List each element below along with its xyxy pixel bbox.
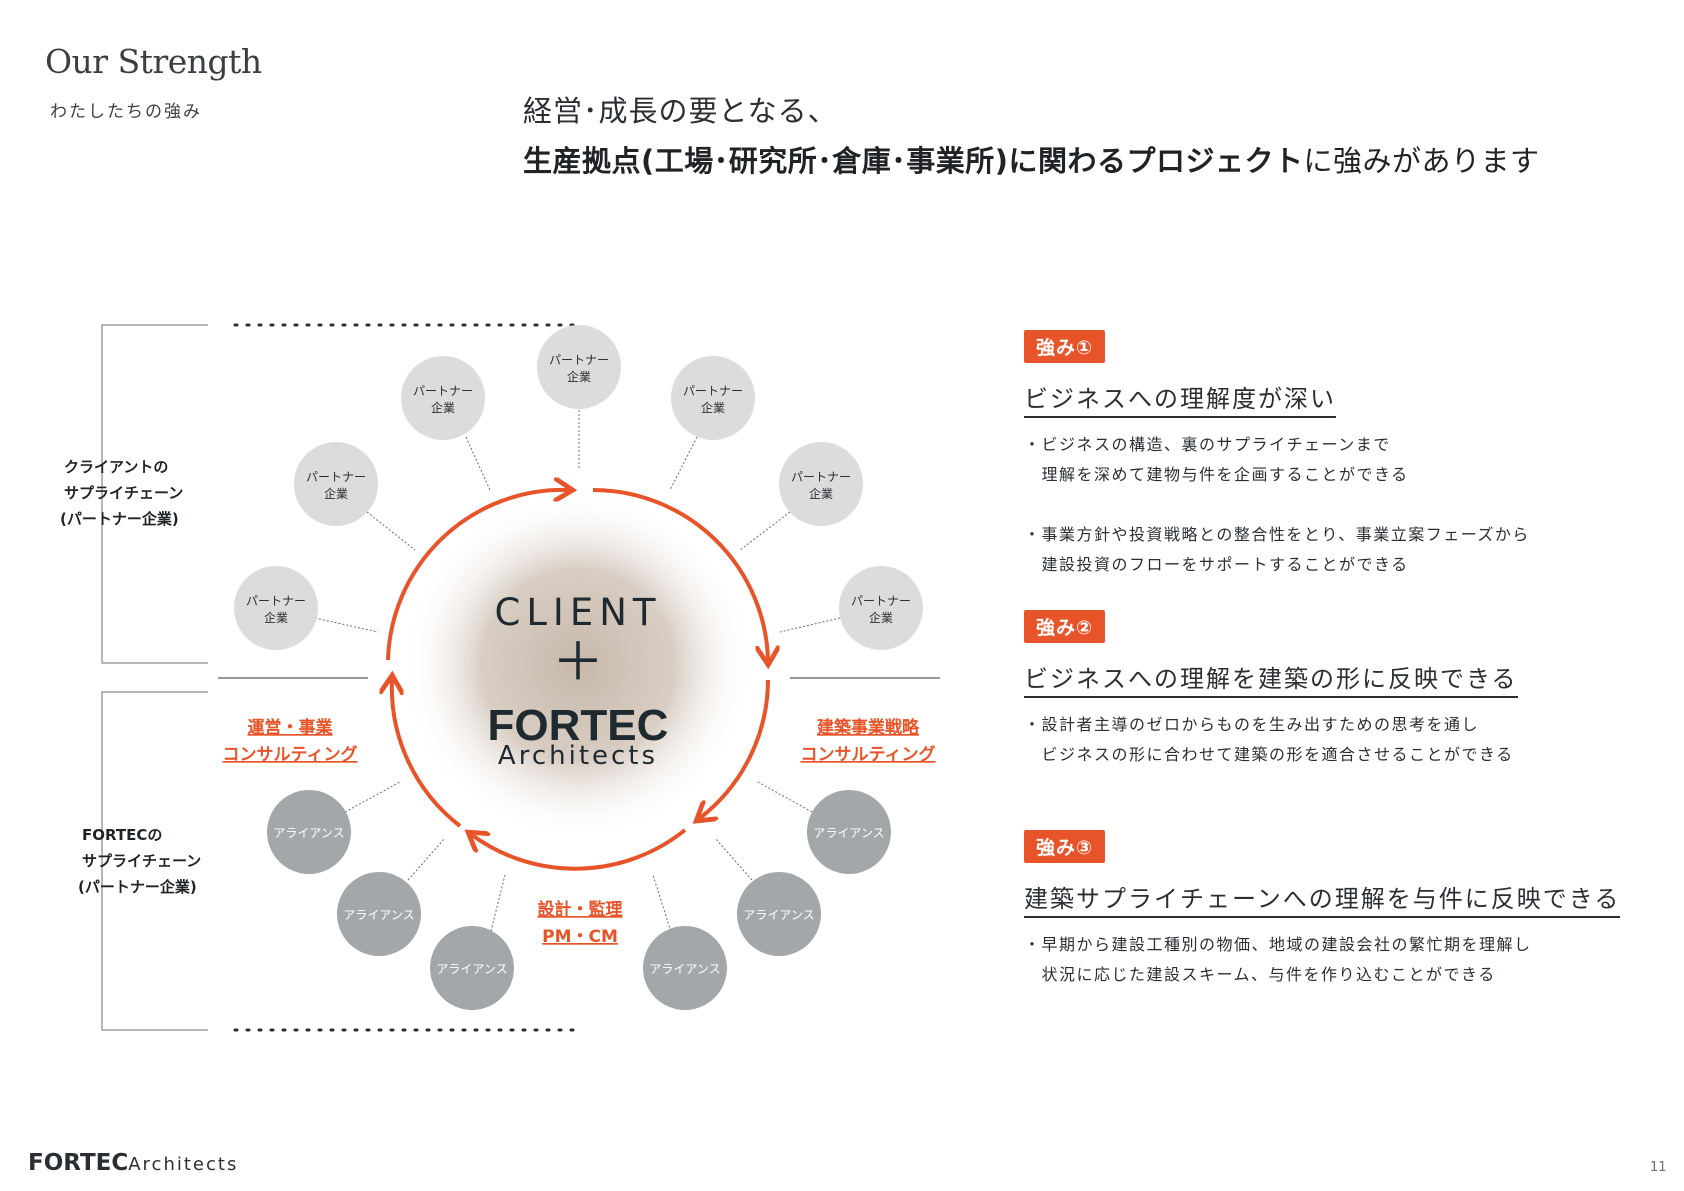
partner-circle: パートナー企業 bbox=[671, 356, 755, 440]
partner-circle: パートナー企業 bbox=[294, 442, 378, 526]
fortec-bracket bbox=[101, 691, 208, 1031]
page-number: 11 bbox=[1650, 1160, 1667, 1175]
right-service-label-1: 建築事業戦略 bbox=[817, 717, 920, 738]
svg-text:企業: 企業 bbox=[431, 400, 455, 415]
strength-3-badge: 強み③ bbox=[1024, 830, 1106, 863]
svg-text:企業: 企業 bbox=[701, 400, 725, 415]
strength-2-body: ・設計者主導のゼロからものを生み出すための思考を通し ビジネスの形に合わせて建築… bbox=[1024, 715, 1514, 764]
lead-line-2-bold: 生産拠点(工場･研究所･倉庫･事業所)に関わるプロジェクト bbox=[523, 144, 1304, 178]
client-bracket bbox=[101, 324, 208, 664]
strength-2-heading: ビジネスへの理解を建築の形に反映できる bbox=[1024, 659, 1518, 698]
lead-line-1: 経営･成長の要となる、 bbox=[523, 94, 838, 128]
cycle-arrow-top-left bbox=[386, 490, 568, 661]
bottom-service-label-2: PM・CM bbox=[542, 927, 618, 947]
svg-text:アライアンス: アライアンス bbox=[273, 826, 344, 840]
footer-brand-sub: Architects bbox=[128, 1154, 239, 1175]
strength-3-heading: 建築サプライチェーンへの理解を与件に反映できる bbox=[1024, 879, 1621, 918]
fortec-chain-label-2: サプライチェーン bbox=[82, 852, 201, 870]
alliance-circle: アライアンス bbox=[267, 790, 351, 874]
bottom-service-label-1: 設計・監理 bbox=[538, 899, 623, 920]
page-title: Our Strength bbox=[45, 42, 262, 81]
center-glow bbox=[403, 490, 753, 840]
lead-line-2-rest: に強みがあります bbox=[1303, 144, 1540, 178]
svg-text:パートナー: パートナー bbox=[683, 384, 743, 398]
left-service-label-1: 運営・事業 bbox=[248, 717, 333, 738]
partner-circle: パートナー企業 bbox=[537, 325, 621, 409]
alliance-circles: アライアンス アライアンス アライアンス アライアンス アライアンス アライアン… bbox=[267, 790, 891, 1010]
svg-text:企業: 企業 bbox=[809, 486, 833, 501]
partner-circle: パートナー企業 bbox=[234, 566, 318, 650]
left-service-label-2: コンサルティング bbox=[223, 744, 358, 765]
client-chain-label-1: クライアントの bbox=[64, 458, 168, 476]
footer-logo: FORTECArchitects bbox=[28, 1150, 238, 1176]
client-chain-label-3: (パートナー企業) bbox=[60, 510, 179, 528]
svg-text:パートナー: パートナー bbox=[791, 470, 851, 484]
alliance-circle: アライアンス bbox=[737, 872, 821, 956]
svg-text:アライアンス: アライアンス bbox=[813, 826, 884, 840]
svg-text:パートナー: パートナー bbox=[549, 353, 609, 367]
center-brand-text: FORTEC bbox=[488, 701, 669, 750]
page-subtitle: わたしたちの強み bbox=[50, 102, 202, 122]
alliance-circle: アライアンス bbox=[643, 926, 727, 1010]
center-brand-sub-text: Architects bbox=[498, 741, 658, 771]
svg-text:企業: 企業 bbox=[567, 369, 591, 384]
cycle-arrow-top-right bbox=[592, 488, 768, 660]
lead-line-2: 生産拠点(工場･研究所･倉庫･事業所)に関わるプロジェクトに強みがあります bbox=[523, 138, 1540, 180]
svg-text:パートナー: パートナー bbox=[246, 594, 306, 608]
partner-circle: パートナー企業 bbox=[779, 442, 863, 526]
strength-1-badge: 強み① bbox=[1024, 330, 1106, 363]
strength-2-badge: 強み② bbox=[1024, 610, 1106, 643]
partner-circle: パートナー企業 bbox=[401, 356, 485, 440]
svg-text:パートナー: パートナー bbox=[306, 470, 366, 484]
center-plus-text: ＋ bbox=[552, 633, 604, 693]
svg-text:アライアンス: アライアンス bbox=[436, 962, 507, 976]
center-client-text: CLIENT bbox=[494, 591, 661, 634]
svg-text:アライアンス: アライアンス bbox=[649, 962, 720, 976]
svg-text:アライアンス: アライアンス bbox=[743, 908, 814, 922]
cycle-arrow-bottom bbox=[472, 828, 687, 871]
svg-text:企業: 企業 bbox=[264, 610, 288, 625]
strength-3: 強み③ 建築サプライチェーンへの理解を与件に反映できる ・早期から建設工種別の物… bbox=[1024, 830, 1621, 990]
footer-brand: FORTEC bbox=[28, 1150, 129, 1176]
svg-text:アライアンス: アライアンス bbox=[343, 908, 414, 922]
alliance-circle: アライアンス bbox=[337, 872, 421, 956]
strength-1: 強み① ビジネスへの理解度が深い ・ビジネスの構造、裏のサプライチェーンまで 理… bbox=[1024, 330, 1530, 580]
fortec-chain-label-3: (パートナー企業) bbox=[78, 878, 197, 896]
cycle-arrow-right-bottom bbox=[700, 679, 770, 818]
svg-text:企業: 企業 bbox=[324, 486, 348, 501]
alliance-circle: アライアンス bbox=[807, 790, 891, 874]
right-service-label-2: コンサルティング bbox=[801, 744, 936, 765]
svg-text:パートナー: パートナー bbox=[413, 384, 473, 398]
svg-text:企業: 企業 bbox=[869, 610, 893, 625]
strength-1-body: ・ビジネスの構造、裏のサプライチェーンまで 理解を深めて建物与件を企画することが… bbox=[1024, 435, 1530, 574]
svg-text:パートナー: パートナー bbox=[851, 594, 911, 608]
strength-3-body: ・早期から建設工種別の物価、地域の建設会社の繁忙期を理解し 状況に応じた建設スキ… bbox=[1024, 935, 1532, 984]
cycle-arrow-left bbox=[392, 680, 462, 828]
client-chain-label-2: サプライチェーン bbox=[64, 484, 183, 502]
strength-1-heading: ビジネスへの理解度が深い bbox=[1024, 379, 1336, 418]
partner-circles: パートナー企業 パートナー企業 パートナー企業 パートナー企業 パートナー企業 … bbox=[234, 325, 923, 650]
partner-circle: パートナー企業 bbox=[839, 566, 923, 650]
strength-2: 強み② ビジネスへの理解を建築の形に反映できる ・設計者主導のゼロからものを生み… bbox=[1024, 610, 1518, 770]
alliance-circle: アライアンス bbox=[430, 926, 514, 1010]
fortec-chain-label-1: FORTECの bbox=[82, 826, 162, 844]
